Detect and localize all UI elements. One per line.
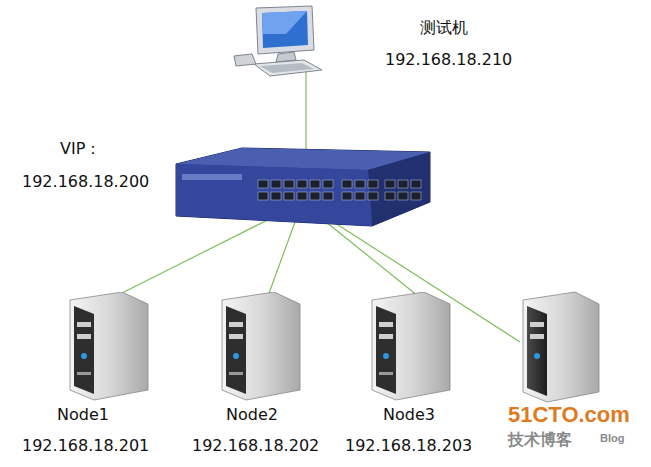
network-link bbox=[306, 72, 307, 156]
watermark: Blog bbox=[600, 432, 624, 444]
network-link bbox=[116, 212, 284, 296]
watermark: 51CTO.com bbox=[508, 402, 630, 428]
network-link bbox=[268, 212, 299, 296]
server-icon bbox=[362, 292, 458, 402]
ip-address: 192.168.18.210 bbox=[385, 50, 512, 70]
node-name: Node2 bbox=[226, 405, 278, 425]
node-name: Node3 bbox=[383, 405, 435, 425]
ip-address: 192.168.18.200 bbox=[22, 172, 149, 192]
node-name: Node1 bbox=[57, 405, 109, 425]
computer-icon bbox=[226, 4, 336, 80]
server-icon bbox=[212, 292, 308, 402]
ip-address: 192.168.18.203 bbox=[345, 436, 472, 456]
node-name: VIP： bbox=[60, 139, 101, 159]
watermark: 技术博客 bbox=[508, 430, 572, 451]
server-icon bbox=[60, 292, 156, 402]
network-switch: VIP：192.168.18.200 bbox=[172, 146, 434, 228]
server-node: Node2192.168.18.202 bbox=[212, 292, 308, 402]
switch-icon bbox=[172, 146, 434, 228]
ip-address: 192.168.18.202 bbox=[192, 436, 319, 456]
test-machine: 测试机192.168.18.210 bbox=[226, 4, 336, 80]
node-name: 测试机 bbox=[420, 18, 468, 38]
server-node: Node3192.168.18.203 bbox=[362, 292, 458, 402]
server-node: Node1192.168.18.201 bbox=[60, 292, 156, 402]
ip-address: 192.168.18.201 bbox=[22, 436, 149, 456]
server-icon bbox=[523, 292, 599, 402]
